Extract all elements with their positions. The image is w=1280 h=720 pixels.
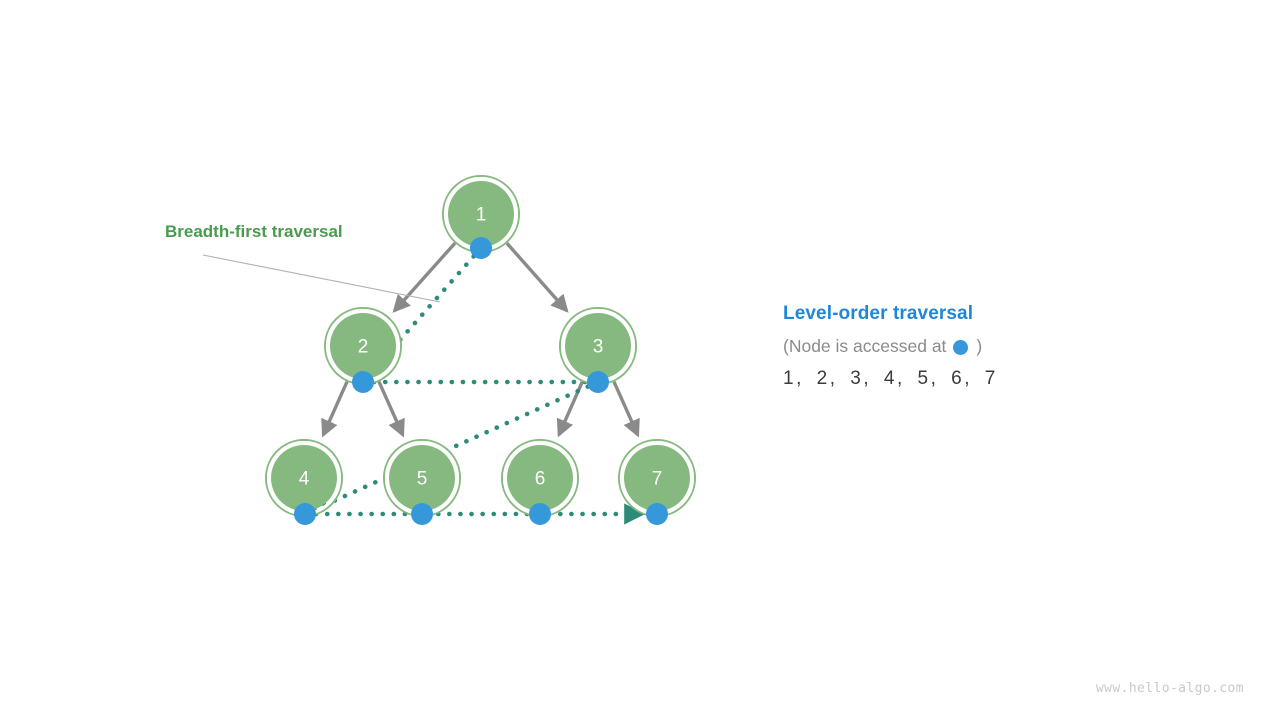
visit-dot-5 [411, 503, 433, 525]
node-value-label: 5 [417, 469, 428, 490]
tree-nodes: 1 2 3 4 5 6 7 [265, 175, 696, 517]
blue-dot-icon [953, 340, 969, 355]
node-value-label: 2 [358, 337, 369, 358]
node-circle [448, 181, 514, 247]
tree-edge-n1-n2 [392, 241, 457, 313]
node-circle [271, 445, 337, 511]
traversal-sequence: 1, 2, 3, 4, 5, 6, 7 [783, 368, 998, 389]
tree-edge-n2-n4 [321, 380, 349, 438]
traversal-path [302, 245, 646, 525]
visit-dot-6 [529, 503, 551, 525]
visit-legend-note: (Node is accessed at ) [783, 336, 1203, 357]
tree-node-4[interactable]: 4 [265, 439, 343, 517]
tree-edge-n2-n5 [377, 380, 405, 438]
visit-dot-2 [352, 371, 374, 393]
visit-dot-1 [470, 237, 492, 259]
callout-leader-line-segment [202, 254, 441, 303]
tree-edge-n1-n3 [505, 242, 569, 313]
traversal-segment-3 [302, 379, 601, 517]
node-value-label: 6 [535, 469, 546, 490]
info-panel: Level-order traversal (Node is accessed … [783, 303, 1203, 390]
node-circle [565, 313, 631, 379]
visit-legend-prefix: (Node is accessed at [783, 336, 947, 356]
node-circle [389, 445, 455, 511]
node-value-label: 7 [652, 469, 663, 490]
node-value-label: 3 [593, 337, 604, 358]
level-order-traversal-title: Level-order traversal [783, 303, 974, 324]
visit-dot-7 [646, 503, 668, 525]
node-value-label: 4 [299, 469, 310, 490]
visit-dot-4 [294, 503, 316, 525]
visit-legend-suffix: ) [976, 336, 983, 356]
node-circle [624, 445, 690, 511]
site-watermark: www.hello-algo.com [1095, 681, 1244, 696]
callout-leader-line [202, 254, 441, 303]
tree-node-3[interactable]: 3 [559, 307, 637, 385]
node-circle [507, 445, 573, 511]
traversal-segment-1 [360, 245, 484, 385]
node-circle [330, 313, 396, 379]
visit-dot-3 [587, 371, 609, 393]
visit-dots [294, 237, 668, 525]
node-value-label: 1 [476, 205, 487, 226]
breadth-first-traversal-label: Breadth-first traversal [165, 222, 343, 241]
tree-edge-n3-n7 [612, 380, 640, 438]
